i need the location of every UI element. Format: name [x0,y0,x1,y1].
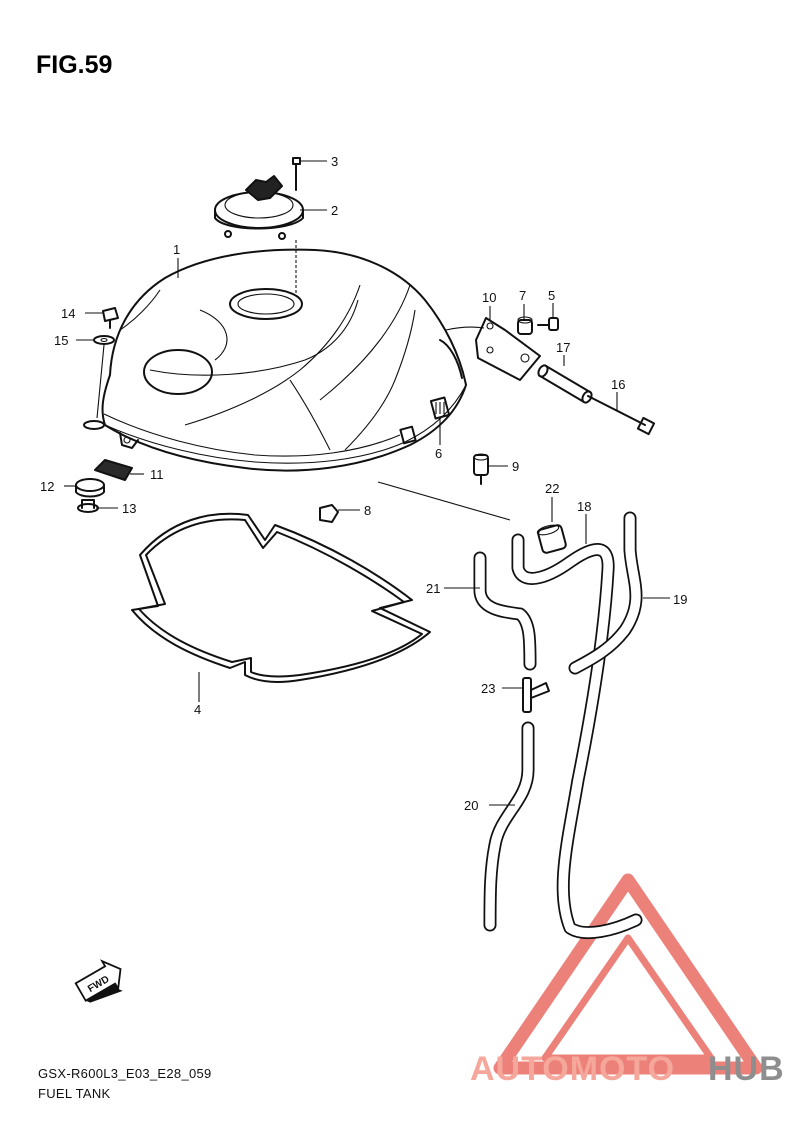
callout-leaders [64,160,670,806]
callout-19: 19 [673,592,687,607]
part-10-bracket [445,317,541,381]
watermark-logo [493,873,763,1075]
part-16-bolt [587,395,656,436]
leader-tank-hoses [377,481,511,521]
part-14-bolt [102,307,119,329]
callout-10: 10 [482,290,496,305]
callout-18: 18 [577,499,591,514]
callout-13: 13 [122,501,136,516]
callout-23: 23 [481,681,495,696]
part-5-bolt [537,317,559,331]
callout-labels: 1 2 3 4 5 6 7 8 9 10 11 12 13 14 15 16 1… [40,154,687,813]
callout-20: 20 [464,798,478,813]
callout-3: 3 [331,154,338,169]
callout-5: 5 [548,288,555,303]
callout-11: 11 [150,467,164,482]
fwd-arrow-shadow [85,983,123,1003]
watermark-triangle-inner [541,934,715,1062]
callout-21: 21 [426,581,440,596]
part-17-spacer [537,364,593,404]
watermark-triangle [493,873,763,1075]
leader-14-15-tank [83,344,105,430]
callout-4: 4 [194,702,201,717]
part-21-hose [473,551,537,671]
part-11-plate [94,459,133,481]
part-20-hose [483,721,535,932]
part-15-washer [93,335,115,345]
part-9-cushion [473,453,489,485]
part-22-clamp [536,524,567,554]
part-2-fuel-cap [214,175,304,240]
callout-2: 2 [331,203,338,218]
callout-6: 6 [435,446,442,461]
part-7-collar [517,316,533,335]
callout-8: 8 [364,503,371,518]
watermark-text-hub: HUB [708,1050,785,1088]
callout-15: 15 [54,333,68,348]
callout-7: 7 [519,288,526,303]
callout-22: 22 [545,481,559,496]
part-12-grommet [75,478,105,498]
callout-1: 1 [173,242,180,257]
figure-name: FUEL TANK [38,1086,111,1101]
part-3-screw [292,157,301,191]
part-8-clip [319,504,339,523]
part-1-fuel-tank [101,248,467,472]
callout-12: 12 [40,479,54,494]
callout-14: 14 [61,306,75,321]
callout-9: 9 [512,459,519,474]
fwd-arrow: FWD [74,959,123,1003]
part-23-joint [522,677,550,713]
figure-title: FIG.59 [36,51,112,79]
part-13-collar [77,499,99,513]
part-4-gasket [131,512,431,684]
watermark-text-automoto: AUTOMOTO [470,1050,675,1088]
part-18-hose [511,533,643,940]
figure-code: GSX-R600L3_E03_E28_059 [38,1066,212,1081]
part-19-hose [568,511,643,675]
callout-16: 16 [611,377,625,392]
callout-17: 17 [556,340,570,355]
